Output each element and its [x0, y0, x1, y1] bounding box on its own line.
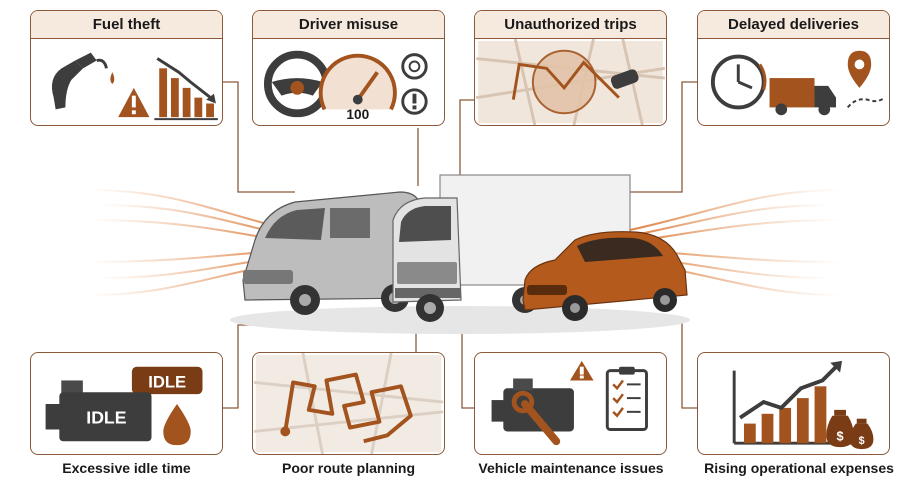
rising-chart-money-icon: $ $ — [732, 360, 874, 450]
card-vehicle-maintenance-issues — [474, 352, 667, 455]
card-rising-operational-expenses: $ $ — [697, 352, 890, 455]
connector-fuel-theft — [222, 81, 295, 193]
card-delayed-deliveries: Delayed deliveries — [697, 10, 890, 126]
sedan-car-icon — [522, 231, 688, 321]
svg-text:$: $ — [859, 435, 865, 447]
card-poor-route-planning — [252, 352, 445, 455]
tangled-route-icon — [253, 353, 444, 454]
card-fuel-theft: Fuel theft — [30, 10, 223, 126]
idle-tag-text: IDLE — [148, 372, 186, 391]
truck-icon — [392, 174, 631, 322]
idle-engine-text: IDLE — [86, 408, 126, 428]
card-title: Delayed deliveries — [698, 11, 889, 39]
connector-maintenance — [461, 320, 474, 409]
label-excessive-idle-time: Excessive idle time — [62, 460, 191, 476]
svg-text:$: $ — [837, 428, 844, 443]
card-title: Fuel theft — [31, 11, 222, 39]
speed-value: 100 — [346, 107, 369, 122]
label-poor-route-planning: Poor route planning — [282, 460, 415, 476]
card-excessive-idle-time: IDLE IDLE — [30, 352, 223, 455]
label-rising-operational-expenses: Rising operational expenses — [704, 460, 894, 476]
clock-truck-icon — [710, 50, 886, 116]
fleet-vehicles-illustration — [225, 170, 695, 340]
engine-wrench-checklist-icon — [491, 360, 648, 446]
steering-speedometer-icon: 100 — [263, 50, 428, 122]
card-driver-misuse: Driver misuse 100 — [252, 10, 445, 126]
fuel-theft-icon — [51, 52, 218, 121]
label-vehicle-maintenance-issues: Vehicle maintenance issues — [478, 460, 664, 476]
connector-unauthorized-trips — [459, 99, 474, 182]
card-unauthorized-trips: Unauthorized trips — [474, 10, 667, 126]
connector-delayed-deliveries — [622, 81, 698, 193]
map-route-icon — [475, 39, 666, 125]
card-title: Driver misuse — [253, 11, 444, 39]
idle-engine-icon: IDLE IDLE — [45, 366, 203, 446]
card-title: Unauthorized trips — [475, 11, 666, 39]
